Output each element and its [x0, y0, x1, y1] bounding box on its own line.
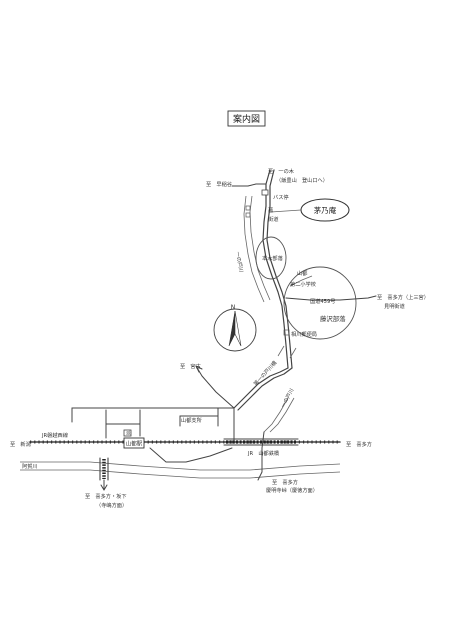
route459-label: 国道459号: [310, 297, 335, 305]
motoki-area: [255, 236, 287, 280]
school-label: 第二小学校: [290, 280, 316, 288]
post-office-marker: [283, 329, 290, 336]
ichinoto-river2-label: 一の戸川: [280, 387, 296, 409]
police-box-label: 派: [126, 431, 131, 437]
yamato-label: 山都: [297, 269, 307, 277]
compass: N: [213, 304, 257, 352]
aikawa-post-label: 相川郵便局: [291, 330, 317, 338]
miagari-label: 見明街道: [384, 302, 405, 310]
town-roads: [71, 407, 265, 463]
motoki-label: 本木部落: [262, 254, 284, 262]
grave-label: 墓: [268, 206, 274, 214]
railway: [29, 438, 341, 446]
map-title: 案内図: [233, 113, 260, 125]
grave-marker: [245, 205, 251, 211]
niitsu-label: 至 新潟: [10, 440, 31, 448]
branch-office-label: 山都支所: [181, 416, 202, 424]
bridge-label: 第一の戸川橋: [252, 358, 279, 387]
kitakata-bottom-label: 至 喜多方・坂下: [85, 492, 127, 500]
ichinoto-river-label: 一の戸川: [234, 251, 244, 273]
ichinoki-label: 至 一の木: [268, 167, 295, 175]
miyako-label: 至 宮古: [180, 362, 201, 370]
fujisawa-label: 藤沢部落: [320, 314, 346, 323]
title-box: [227, 110, 266, 127]
hayadoya-label: 至 早稲谷: [206, 180, 233, 188]
bus-stop-label: バス停: [273, 193, 289, 201]
iideyama-label: （飯豊山 登山口へ）: [276, 176, 328, 184]
middle-road: [195, 345, 297, 433]
kitakata-right2-label: 至 喜多方: [272, 478, 298, 486]
agano-river-label: 阿賀川: [22, 462, 38, 470]
grave-marker-2: [245, 212, 251, 218]
station-label: 山都駅: [126, 440, 143, 448]
kaido-label: 街道: [268, 215, 278, 223]
kitakata-top-label: 至 喜多方（上三宮）: [377, 293, 429, 301]
kitakata-right-label: 至 喜多方: [346, 440, 372, 448]
bus-stop-marker: [261, 189, 269, 196]
kumagata-label: 慶明寺峠（慶徳方面）: [266, 486, 318, 494]
jr-banetsu-label: JR磐越西線: [41, 431, 68, 439]
police-box-marker: [123, 429, 132, 437]
jr-bridge-label: JR 山都鉄橋: [247, 449, 280, 457]
upper-road: [231, 169, 293, 369]
fujisawa-area: [283, 266, 357, 340]
kayanoan-label: 茅乃庵: [314, 205, 337, 215]
station-box: [123, 437, 145, 449]
compass-north-label: N: [231, 304, 236, 311]
agano-river: [20, 447, 341, 491]
kamisaka-label: （寺嶋方面）: [96, 501, 127, 509]
